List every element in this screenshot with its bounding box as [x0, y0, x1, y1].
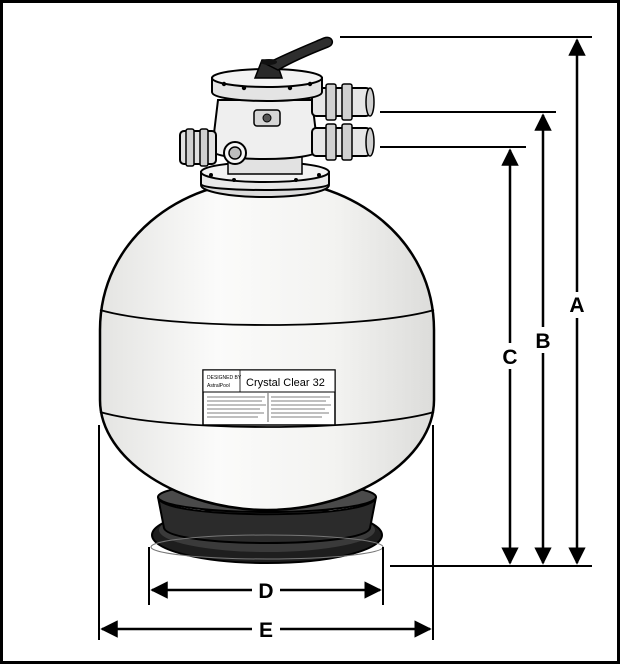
dimension-label-b: B [535, 330, 550, 353]
product-label: DESIGNED BY AstralPool Crystal Clear 32 [202, 369, 336, 426]
dimension-arrow-a: A [568, 38, 586, 565]
multiport-valve [179, 36, 375, 167]
filter-tank [98, 178, 436, 512]
dimension-arrow-b: B [534, 113, 552, 565]
dimension-label-a: A [569, 294, 584, 317]
dimension-label-e: E [259, 619, 273, 642]
dimension-label-c: C [502, 346, 517, 369]
dimension-lines [98, 36, 592, 640]
dimension-arrow-d: D [150, 580, 382, 603]
label-brand: DESIGNED BY [207, 375, 242, 381]
dimension-label-d: D [258, 580, 273, 603]
label-model-name: Crystal Clear 32 [246, 377, 325, 389]
tank-flange [200, 155, 330, 198]
label-brand-name: AstralPool [207, 383, 230, 389]
dimension-arrow-c: C [501, 148, 519, 565]
dimension-arrow-e: E [100, 619, 432, 642]
